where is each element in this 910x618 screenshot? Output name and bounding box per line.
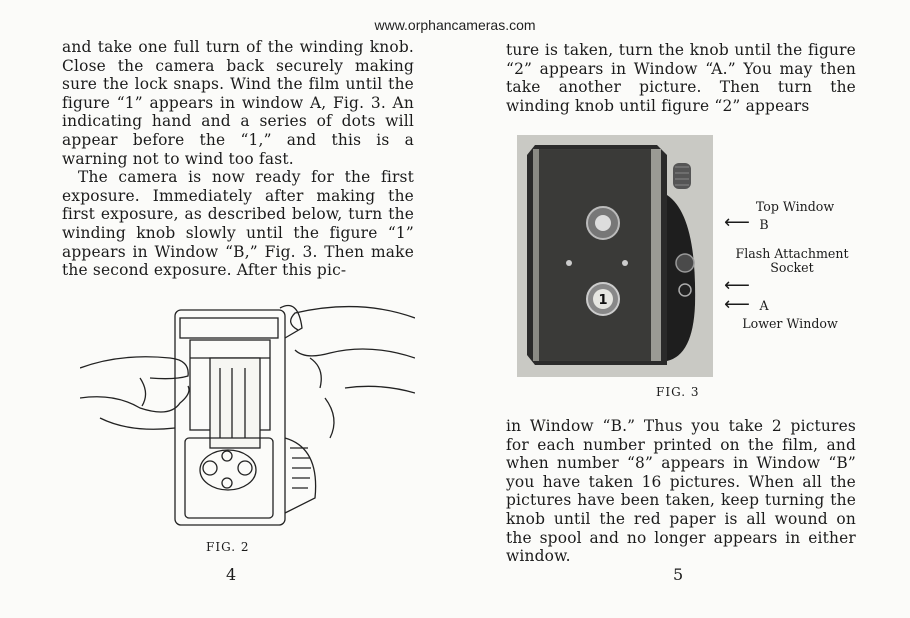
- fig3-caption: FIG. 3: [656, 385, 700, 399]
- left-page-number: 4: [226, 565, 237, 584]
- header-url: www.orphancameras.com: [374, 17, 536, 33]
- window-digit: 1: [598, 293, 607, 308]
- fig2-illustration: [80, 304, 415, 526]
- label-b: B: [759, 217, 769, 232]
- right-page-number: 5: [673, 565, 684, 584]
- left-page-text: and take one full turn of the winding kn…: [62, 38, 414, 280]
- label-top-window: Top Window: [755, 199, 835, 214]
- right-paragraph-bottom: in Window “B.” Thus you take 2 pictures …: [506, 417, 856, 566]
- label-lower-window: Lower Window: [742, 316, 838, 331]
- label-flash-socket: Flash Attachment Socket: [735, 246, 849, 275]
- left-paragraph-2: The camera is now ready for the first ex…: [62, 168, 414, 280]
- fig2-caption: FIG. 2: [206, 540, 250, 554]
- arrow-a-icon: ⟵: [724, 294, 750, 315]
- fig3-photo: 1: [517, 135, 713, 377]
- arrow-b-icon: ⟵: [724, 212, 750, 233]
- right-paragraph-top: ture is taken, turn the knob until the f…: [506, 41, 856, 115]
- left-paragraph-1: and take one full turn of the winding kn…: [62, 38, 414, 168]
- arrow-flash-icon: ⟵: [724, 275, 750, 296]
- label-a: A: [759, 298, 769, 313]
